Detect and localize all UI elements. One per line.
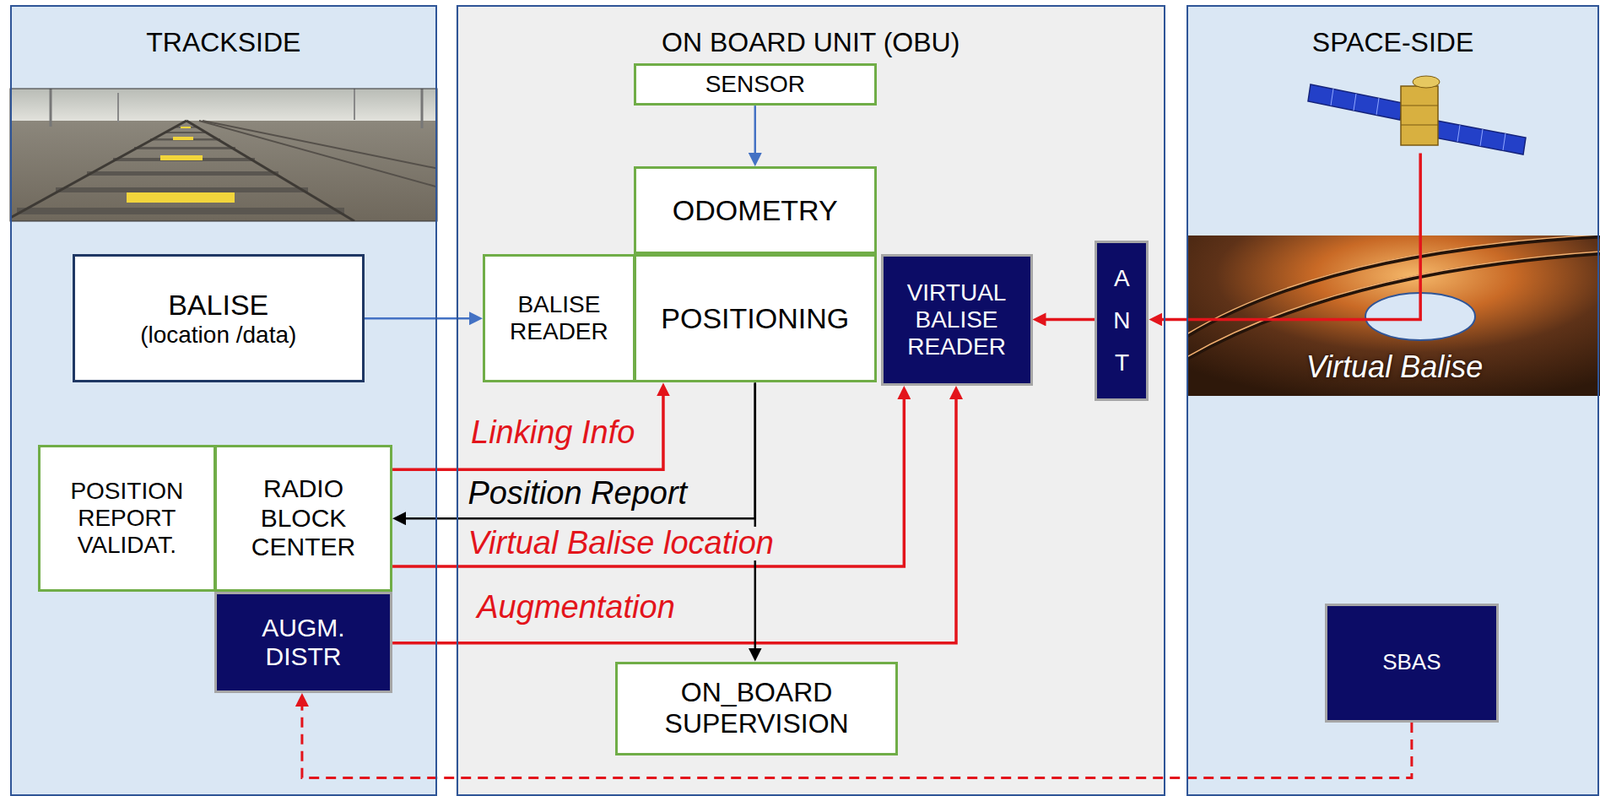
virtual-balise-reader-box: VIRTUAL BALISE READER xyxy=(881,254,1033,386)
node-text: ANT xyxy=(1109,257,1134,385)
augmentation-box: AUGM. DISTR xyxy=(214,591,393,693)
connector xyxy=(399,382,756,519)
sensor-box: SENSOR xyxy=(633,63,877,106)
balise-box: BALISE(location /data) xyxy=(72,254,365,383)
photo-caption: Virtual Balise xyxy=(1306,350,1483,384)
node-text: ODOMETRY xyxy=(672,194,838,228)
rail-highlight xyxy=(1186,251,1600,357)
satellite-icon xyxy=(1308,75,1526,155)
spaceside-panel: SPACE-SIDE SBAS xyxy=(1186,5,1600,796)
connector xyxy=(392,389,664,470)
rail xyxy=(186,120,355,222)
connector xyxy=(754,105,757,160)
panel-grid xyxy=(1457,124,1460,142)
validation-box: POSITION REPORT VALIDAT. xyxy=(37,444,217,592)
rail xyxy=(1186,253,1600,359)
balise-marker xyxy=(126,192,235,203)
edge-label: Augmentation xyxy=(474,590,678,625)
connector xyxy=(754,382,757,655)
pole xyxy=(49,88,53,127)
pole xyxy=(117,92,119,123)
downlink-line xyxy=(1155,152,1421,319)
odometry-box: ODOMETRY xyxy=(633,166,877,255)
sky xyxy=(10,88,438,123)
pole xyxy=(353,88,356,120)
photo-frame xyxy=(10,88,438,222)
panel-title: ON BOARD UNIT (OBU) xyxy=(661,27,960,59)
sleeper xyxy=(86,171,279,176)
node-text: BALISE READER xyxy=(497,291,622,346)
body-seam xyxy=(1400,105,1438,107)
solar-panel xyxy=(1434,120,1526,155)
obu-panel: ON BOARD UNIT (OBU) SENSOR ODOMETRY BALISE … xyxy=(456,5,1166,796)
sbas-box: SBAS xyxy=(1324,603,1500,723)
node-text: SBAS xyxy=(1382,649,1441,676)
sleeper xyxy=(16,207,345,215)
positioning-box: POSITIONING xyxy=(633,254,877,383)
balise-reader-box: BALISE READER xyxy=(482,254,636,383)
panel-grid xyxy=(1480,129,1483,146)
trackside-panel: TRACKSIDE BALISE(location /data) POSITION … xyxy=(10,5,437,796)
panel-title: SPACE-SIDE xyxy=(1312,27,1474,59)
ballast xyxy=(10,120,438,222)
balise-marker xyxy=(180,126,191,129)
sleeper xyxy=(55,187,309,193)
balise-marker xyxy=(160,155,203,161)
panel-title: TRACKSIDE xyxy=(145,27,301,59)
rbc-box: RADIO BLOCK CENTER xyxy=(214,444,393,592)
virtual-balise-photo xyxy=(1186,235,1600,396)
node-text: ON_BOARD SUPERVISION xyxy=(629,676,884,740)
rail xyxy=(10,120,187,222)
node-text: POSITION REPORT VALIDAT. xyxy=(52,477,202,560)
connector xyxy=(392,392,957,644)
balise-marker xyxy=(172,136,194,141)
supervision-box: ON_BOARD SUPERVISION xyxy=(615,661,898,756)
spaceside-ground xyxy=(1186,5,1600,796)
panel-grid xyxy=(1330,88,1334,106)
node-text: RADIO BLOCK CENTER xyxy=(228,474,379,563)
edge-label: Virtual Balise location xyxy=(464,526,777,561)
sleeper xyxy=(163,131,208,134)
rail xyxy=(199,120,438,188)
solar-panel xyxy=(1308,84,1403,120)
node-text: AUGM. DISTR xyxy=(228,613,379,672)
trackside-ground xyxy=(10,5,438,796)
photo-ground xyxy=(1186,235,1600,396)
body-seam xyxy=(1400,124,1438,126)
connector xyxy=(1039,318,1096,322)
antenna-box: ANT xyxy=(1094,240,1149,401)
track-photo xyxy=(10,88,438,222)
rail xyxy=(202,120,438,169)
sleeper xyxy=(134,146,236,150)
node-text: VIRTUAL BALISE READER xyxy=(895,279,1019,362)
satellite-body xyxy=(1400,86,1438,146)
node-text: SENSOR xyxy=(705,70,806,98)
node-text: (location /data) xyxy=(140,321,297,349)
edge-label: Position Report xyxy=(464,476,690,511)
panel-grid xyxy=(1376,97,1379,115)
obu-ground xyxy=(455,5,1166,796)
node-text: POSITIONING xyxy=(660,302,849,336)
panel-grid xyxy=(1353,93,1357,111)
edge-label: Linking Info xyxy=(468,416,638,450)
node-text: BALISE xyxy=(167,288,269,322)
pole xyxy=(421,88,424,129)
connector xyxy=(364,317,476,320)
satellite-dish xyxy=(1412,75,1440,88)
panel-grid xyxy=(1502,133,1506,151)
connector xyxy=(392,392,904,567)
